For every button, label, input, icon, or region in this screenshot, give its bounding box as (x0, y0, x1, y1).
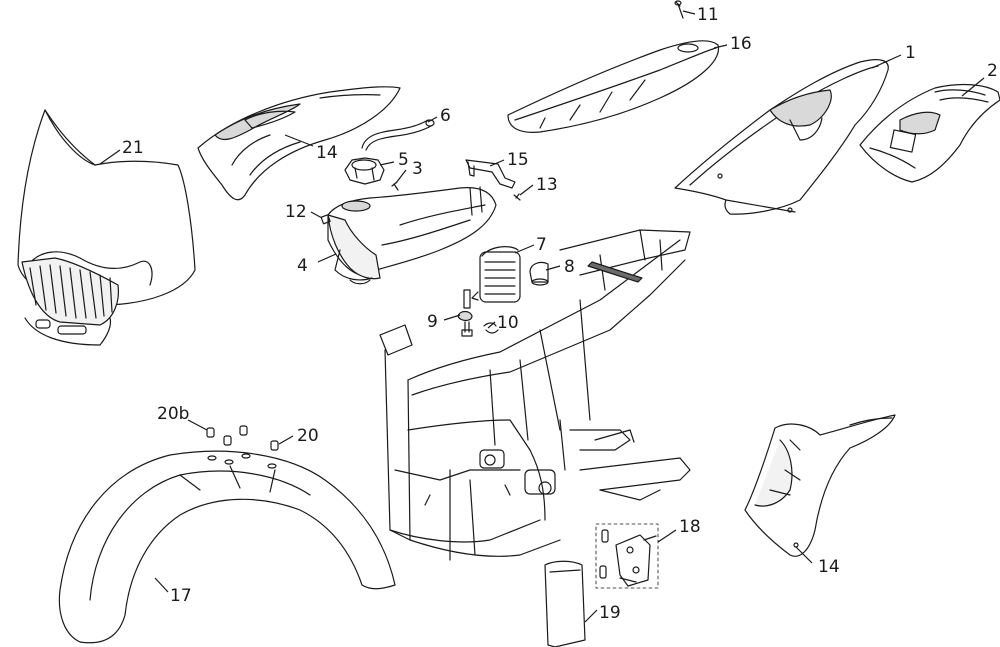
screw-part-3 (391, 181, 399, 191)
tank-bracket-part-15 (465, 159, 516, 189)
side-panel-part-14-upper (197, 86, 401, 201)
callout-4: 4 (297, 256, 308, 276)
callout-14-upper: 14 (316, 143, 338, 163)
callout-14-lower: 14 (818, 557, 840, 577)
bolt-part-11 (674, 0, 684, 19)
bracket-kit-part-18 (595, 523, 659, 589)
callout-labels: 1 2 3 4 5 6 7 8 9 10 11 12 13 14 14 15 1… (122, 5, 998, 623)
screw-part-13 (513, 193, 521, 201)
callout-20b: 20b (157, 404, 189, 424)
seat-part-16 (507, 40, 720, 133)
callout-19: 19 (599, 603, 621, 623)
callout-1: 1 (905, 43, 916, 63)
callout-8: 8 (564, 257, 575, 277)
callout-10: 10 (497, 313, 519, 333)
callout-21: 21 (122, 138, 144, 158)
callout-16: 16 (730, 34, 752, 54)
callout-3: 3 (412, 159, 423, 179)
callout-15: 15 (507, 150, 529, 170)
callout-7: 7 (536, 235, 547, 255)
callout-17: 17 (170, 586, 192, 606)
breather-hose-part-6 (361, 119, 435, 151)
leader-lines (99, 10, 985, 623)
callout-9: 9 (427, 312, 438, 332)
callout-13: 13 (536, 175, 558, 195)
headlight-mask-part-21 (17, 109, 196, 346)
callout-5: 5 (398, 150, 409, 170)
front-fender-part-17 (58, 450, 396, 644)
frame-chassis (379, 229, 691, 561)
side-panel-part-14-lower (744, 414, 896, 557)
mud-flap-part-19 (544, 560, 586, 647)
fuel-tap-part-9 (457, 289, 473, 337)
callout-20: 20 (297, 426, 319, 446)
fuel-tank-part-4 (327, 186, 497, 285)
callout-2: 2 (987, 61, 998, 81)
elbow-fitting-part-8 (529, 261, 549, 286)
fitting-part-12 (320, 214, 331, 225)
callout-12: 12 (285, 202, 307, 222)
rear-tail-part-1 (674, 59, 889, 215)
callout-11: 11 (697, 5, 719, 25)
rear-undertray-part-2 (859, 83, 1000, 183)
callout-18: 18 (679, 517, 701, 537)
clip-part-10 (483, 322, 499, 334)
callout-6: 6 (440, 106, 451, 126)
filler-cap-part-5 (344, 157, 385, 185)
grommets-part-20 (206, 425, 279, 451)
filter-box-part-7 (471, 246, 521, 303)
